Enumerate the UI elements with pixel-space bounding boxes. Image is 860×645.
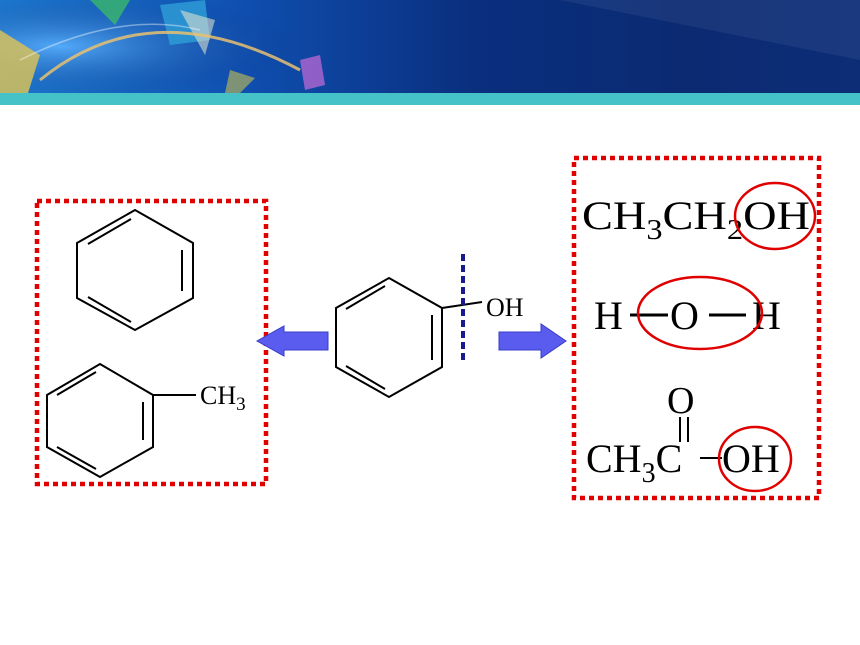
acetic-oh-highlight — [717, 425, 793, 493]
svg-text:OH: OH — [722, 436, 780, 481]
svg-text:H: H — [594, 293, 623, 338]
header-accent-bar — [0, 93, 860, 105]
arrow-right — [498, 323, 567, 359]
left-group-box — [34, 198, 269, 487]
hydroxyl-label: OH — [486, 293, 524, 322]
carbonyl-oxygen: O — [667, 380, 694, 422]
phenol-structure — [335, 276, 483, 399]
right-group-box — [571, 155, 822, 501]
benzene-structure — [76, 208, 194, 332]
svg-text:H: H — [752, 293, 781, 338]
svg-text:O: O — [670, 293, 699, 338]
svg-text:CH3C: CH3C — [586, 436, 682, 489]
acetic-acid-formula: CH3C OH — [586, 436, 780, 489]
toluene-structure — [46, 362, 196, 479]
ethanol-oh-highlight — [733, 181, 817, 251]
header-banner — [0, 0, 860, 93]
methyl-group-label: CH3 — [200, 381, 246, 415]
banner-graphic — [0, 0, 860, 93]
water-o-highlight — [636, 275, 764, 351]
arrow-left — [255, 325, 329, 357]
water-formula: H O H — [594, 293, 781, 338]
